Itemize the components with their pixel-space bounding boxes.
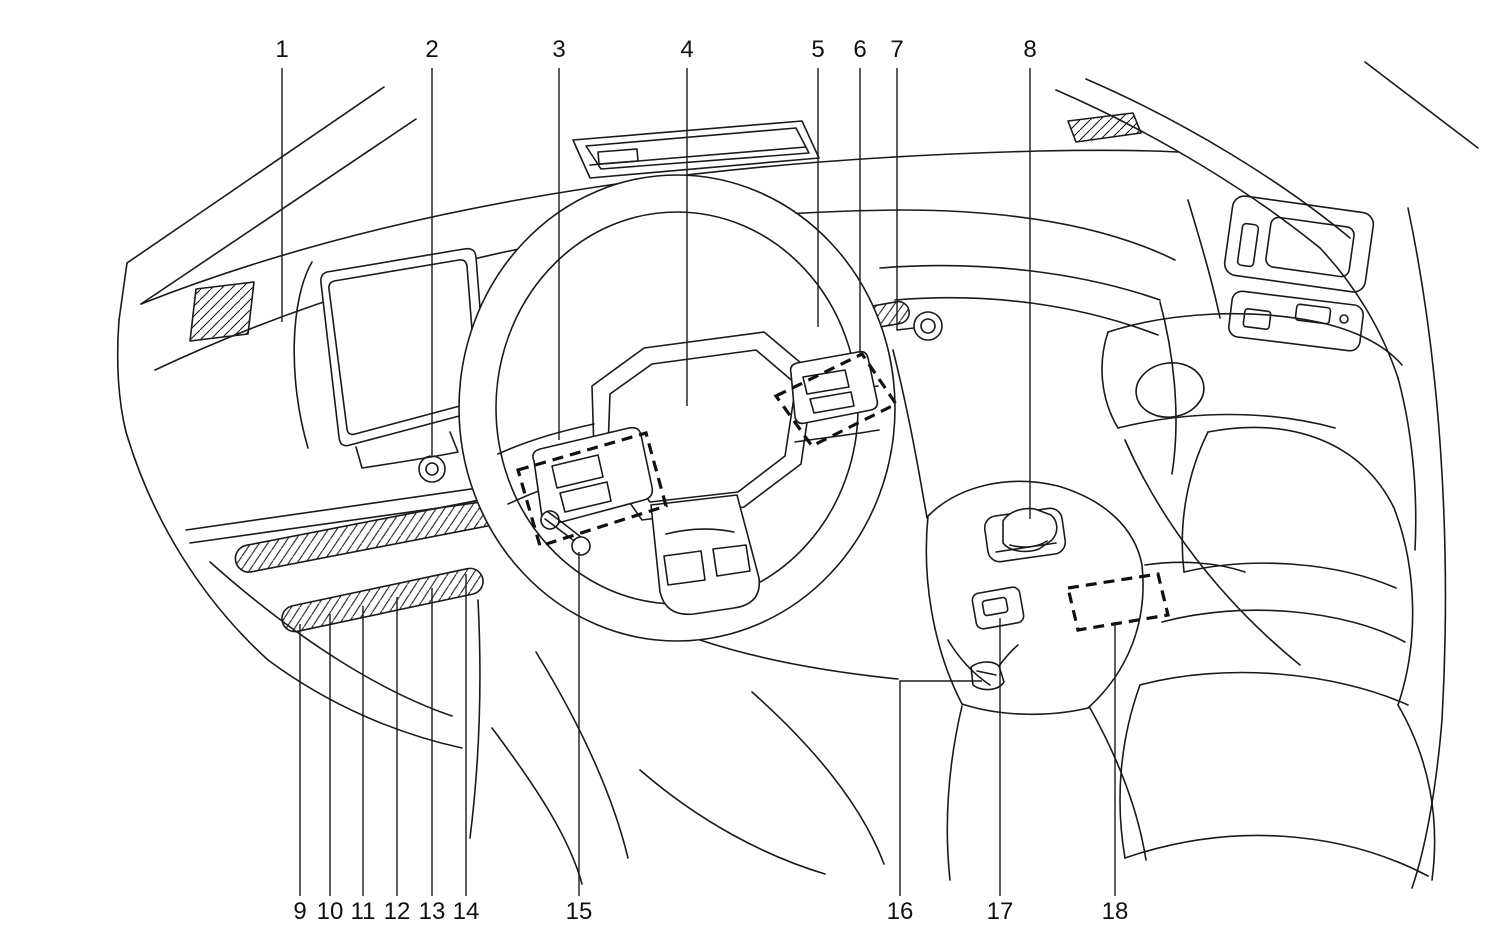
dashboard [116, 209, 1177, 839]
callout-2-label: 2 [425, 36, 438, 63]
callout-4-label: 4 [680, 36, 693, 63]
console-lever [970, 661, 1005, 691]
window-switch-panel [1228, 290, 1364, 352]
callout-14-label: 14 [453, 898, 480, 925]
passenger-seat [1119, 426, 1436, 881]
console-tray-highlight [1066, 572, 1170, 632]
defroster-vent [572, 112, 1142, 179]
windshield-and-pillars [118, 61, 1479, 889]
dimmer-knob [418, 455, 446, 483]
highlight-boxes [516, 351, 1170, 632]
console-switch-panel [971, 586, 1025, 630]
callout-3-label: 3 [552, 36, 565, 63]
callout-8-label: 8 [1023, 36, 1036, 63]
lower-switch-row [281, 567, 484, 633]
callout-15-label: 15 [566, 898, 593, 925]
callout-11-label: 11 [351, 898, 376, 925]
left-spoke-switches-highlight [516, 431, 668, 549]
door-speaker [1135, 362, 1205, 418]
callout-6-label: 6 [853, 36, 866, 63]
callout-16-label: 16 [887, 898, 914, 925]
side-defroster-vent [1067, 112, 1142, 143]
bottom-spoke [650, 494, 761, 616]
column-stalk-end [571, 536, 591, 556]
callout-17-label: 17 [987, 898, 1014, 925]
shift-selector [1002, 507, 1058, 553]
steering-wheel [458, 174, 896, 642]
callout-16-leader-line [899, 680, 982, 896]
callout-18-label: 18 [1102, 898, 1129, 925]
door-grip [1223, 195, 1375, 293]
right-door [1101, 195, 1417, 666]
callout-7-label: 7 [890, 36, 903, 63]
headlight-switch-knob [913, 311, 943, 341]
callout-13-label: 13 [419, 898, 446, 925]
right-spoke-switches-highlight [773, 351, 899, 449]
callout-9-label: 9 [293, 898, 306, 925]
callout-10-label: 10 [317, 898, 344, 925]
center-console [925, 480, 1246, 881]
left-air-vent [189, 281, 255, 342]
floor-footwell [491, 639, 899, 885]
callout-1-label: 1 [275, 36, 288, 63]
callout-5-label: 5 [811, 36, 824, 63]
callout-12-label: 12 [384, 898, 411, 925]
